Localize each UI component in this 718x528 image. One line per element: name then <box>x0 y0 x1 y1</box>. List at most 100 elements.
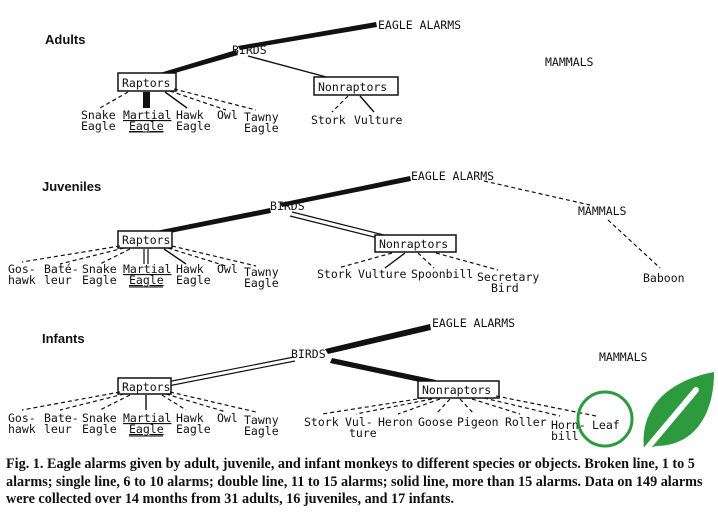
juveniles-edge-goshawk <box>21 245 121 263</box>
juveniles-leaf-vulture: Vulture <box>358 267 407 281</box>
infants-edge-goshawk <box>21 391 121 411</box>
adults-section: Adults EAGLE ALARMS BIRDS MAMMALS Raptor… <box>45 18 594 135</box>
infants-edge-hornbill <box>483 397 561 417</box>
infants-edge-bateleur <box>59 393 125 411</box>
juveniles-edge-root-birds <box>280 176 411 207</box>
juveniles-edge-owl <box>167 247 227 267</box>
adults-nonraptors-node: Nonraptors <box>318 80 387 94</box>
adults-edge-birds-raptors <box>150 50 238 79</box>
juveniles-edge-tawny <box>171 245 257 267</box>
adults-edge-root-birds <box>238 22 377 50</box>
juveniles-edge-bateleur <box>59 247 125 265</box>
juveniles-nonraptors-node: Nonraptors <box>379 237 448 251</box>
leaf-icon <box>576 372 714 454</box>
infants-leaf-owl: Owl <box>217 411 238 425</box>
infants-edge-birds-raptors-a <box>166 356 295 383</box>
adults-leaf-owl: Owl <box>217 108 238 122</box>
infants-leaf-stork: Stork <box>304 415 339 429</box>
juveniles-edge-secretary <box>435 252 499 271</box>
infants-raptors-node: Raptors <box>122 380 170 394</box>
juveniles-label: Juveniles <box>42 179 101 194</box>
adults-edge-stork <box>331 95 349 113</box>
infants-leaf-roller: Roller <box>505 415 547 429</box>
juveniles-edge-birds-nonraptors-b <box>289 215 387 241</box>
adults-label: Adults <box>45 32 85 47</box>
figure-caption: Fig. 1. Eagle alarms given by adult, juv… <box>6 456 703 507</box>
adults-nonraptors-box <box>313 76 399 96</box>
infants-leaf-bateleur: Bate-leur <box>44 411 79 436</box>
adults-edge-tawny <box>173 88 257 111</box>
infants-edge-birds-nonraptors <box>330 358 436 385</box>
juveniles-edge-snake <box>99 248 131 265</box>
infants-mammals-node: MAMMALS <box>599 350 648 364</box>
adults-edge-hawk <box>164 91 188 109</box>
infants-edge-snake <box>99 394 131 411</box>
juveniles-leaf-stork: Stork <box>317 267 352 281</box>
infants-leaf-goshawk: Gos-hawk <box>8 411 36 436</box>
juveniles-edge-root-mammals <box>483 180 591 206</box>
juveniles-raptors-node: Raptors <box>122 233 170 247</box>
juveniles-raptors-box <box>117 230 173 249</box>
infants-edge-roller <box>471 398 521 415</box>
infants-leaf-goose: Goose <box>418 415 453 429</box>
juveniles-root-node: EAGLE ALARMS <box>411 169 494 183</box>
adults-edge-owl <box>169 90 227 111</box>
infants-edge-goose <box>435 398 451 415</box>
juveniles-leaf-goshawk: Gos-hawk <box>8 262 36 287</box>
juveniles-edge-birds-raptors <box>156 208 271 235</box>
infants-edge-owl <box>165 393 227 413</box>
infants-nonraptors-box <box>417 380 500 399</box>
infants-leaf-pigeon: Pigeon <box>457 415 499 429</box>
infants-leaf-vulture: Vul-ture <box>345 415 377 440</box>
juveniles-mammals-node: MAMMALS <box>578 204 627 218</box>
adults-leaf-stork: Stork <box>311 113 346 127</box>
leaf-vein <box>641 387 699 454</box>
juveniles-edge-vulture <box>384 252 406 269</box>
infants-edge-tawny <box>169 391 257 413</box>
adults-edge-birds-nonraptors <box>247 55 331 79</box>
juveniles-edge-spoonbill <box>417 252 435 269</box>
infants-edge-vulture <box>355 398 433 415</box>
juveniles-edge-mammals-baboon <box>607 219 661 269</box>
adults-root-node: EAGLE ALARMS <box>378 18 461 32</box>
leaf-highlight-circle <box>576 390 634 448</box>
infants-section: Infants EAGLE ALARMS BIRDS MAMMALS Rapto… <box>8 316 648 443</box>
infants-edge-pigeon <box>459 398 475 415</box>
adults-raptors-box <box>117 72 177 92</box>
juveniles-edge-hawk <box>163 248 187 265</box>
infants-edge-birds-raptors-b <box>167 360 296 387</box>
juveniles-section: Juveniles EAGLE ALARMS BIRDS MAMMALS Rap… <box>8 169 685 295</box>
juveniles-leaf-bateleur: Baté-leur <box>44 262 79 287</box>
adults-raptors-node: Raptors <box>122 76 170 90</box>
infants-edge-stork <box>321 397 425 415</box>
juveniles-leaf-baboon: Baboon <box>643 271 685 285</box>
adults-leaf-vulture: Vulture <box>354 113 403 127</box>
adults-mammals-node: MAMMALS <box>545 55 594 69</box>
juveniles-leaf-spoonbill: Spoonbill <box>411 267 473 281</box>
adults-edge-snake <box>99 91 129 109</box>
eagle-alarm-diagram: Adults EAGLE ALARMS BIRDS MAMMALS Raptor… <box>8 18 685 443</box>
infants-root-node: EAGLE ALARMS <box>432 316 515 330</box>
juveniles-edge-stork <box>337 252 393 269</box>
infants-leaf-heron: Heron <box>378 415 413 429</box>
infants-edge-root-birds <box>325 324 431 354</box>
juveniles-leaf-owl: Owl <box>217 262 238 276</box>
infants-nonraptors-node: Nonraptors <box>422 383 491 397</box>
infants-raptors-box <box>117 377 172 395</box>
juveniles-nonraptors-box <box>374 234 457 253</box>
infants-birds-node: BIRDS <box>291 347 326 361</box>
infants-edge-hawk <box>161 394 187 411</box>
infants-edge-heron <box>397 398 441 415</box>
